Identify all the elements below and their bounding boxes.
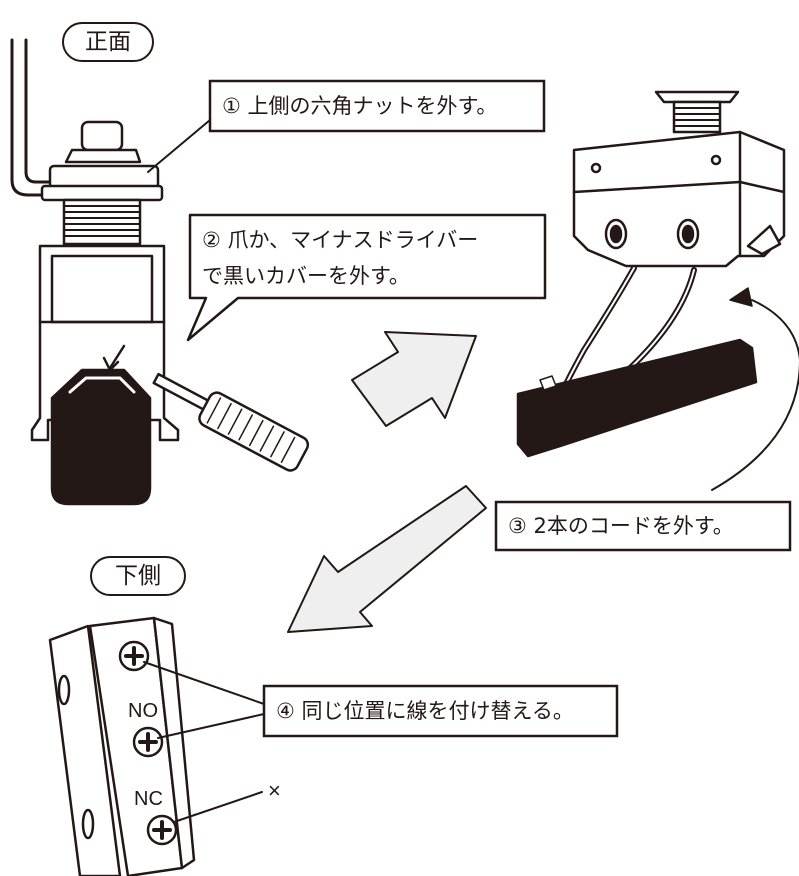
- step1-box: [208, 79, 546, 133]
- screw-top: [118, 640, 150, 672]
- terminal-no-label: NO: [128, 700, 158, 722]
- step3-text: ③ 2本のコードを外す。: [508, 514, 734, 538]
- step1-leader-line: [147, 119, 211, 173]
- step3-box: [494, 500, 792, 552]
- label-bottom: 下側: [90, 556, 186, 596]
- step2-bubble: [186, 213, 547, 342]
- step4-text: ④ 同じ位置に線を付け替える。: [276, 699, 574, 723]
- screw-nc: [146, 814, 178, 846]
- nc-cross-mark: ×: [268, 778, 281, 803]
- front-switch-illustration: [10, 38, 310, 506]
- disassembled-switch-illustration: [516, 90, 799, 491]
- step2-line2: で黒いカバーを外す。: [202, 264, 410, 288]
- arrow-right: [351, 331, 477, 427]
- screw-no: [132, 726, 164, 758]
- step4-box: [262, 684, 619, 738]
- step1-text: ① 上側の六角ナットを外す。: [222, 94, 498, 118]
- terminal-nc-label: NC: [134, 788, 163, 810]
- terminal-side-illustration: [48, 616, 196, 876]
- label-front: 正面: [62, 22, 154, 62]
- arrow-down-left: [287, 485, 487, 633]
- step2-line1: ② 爪か、マイナスドライバー: [202, 228, 479, 252]
